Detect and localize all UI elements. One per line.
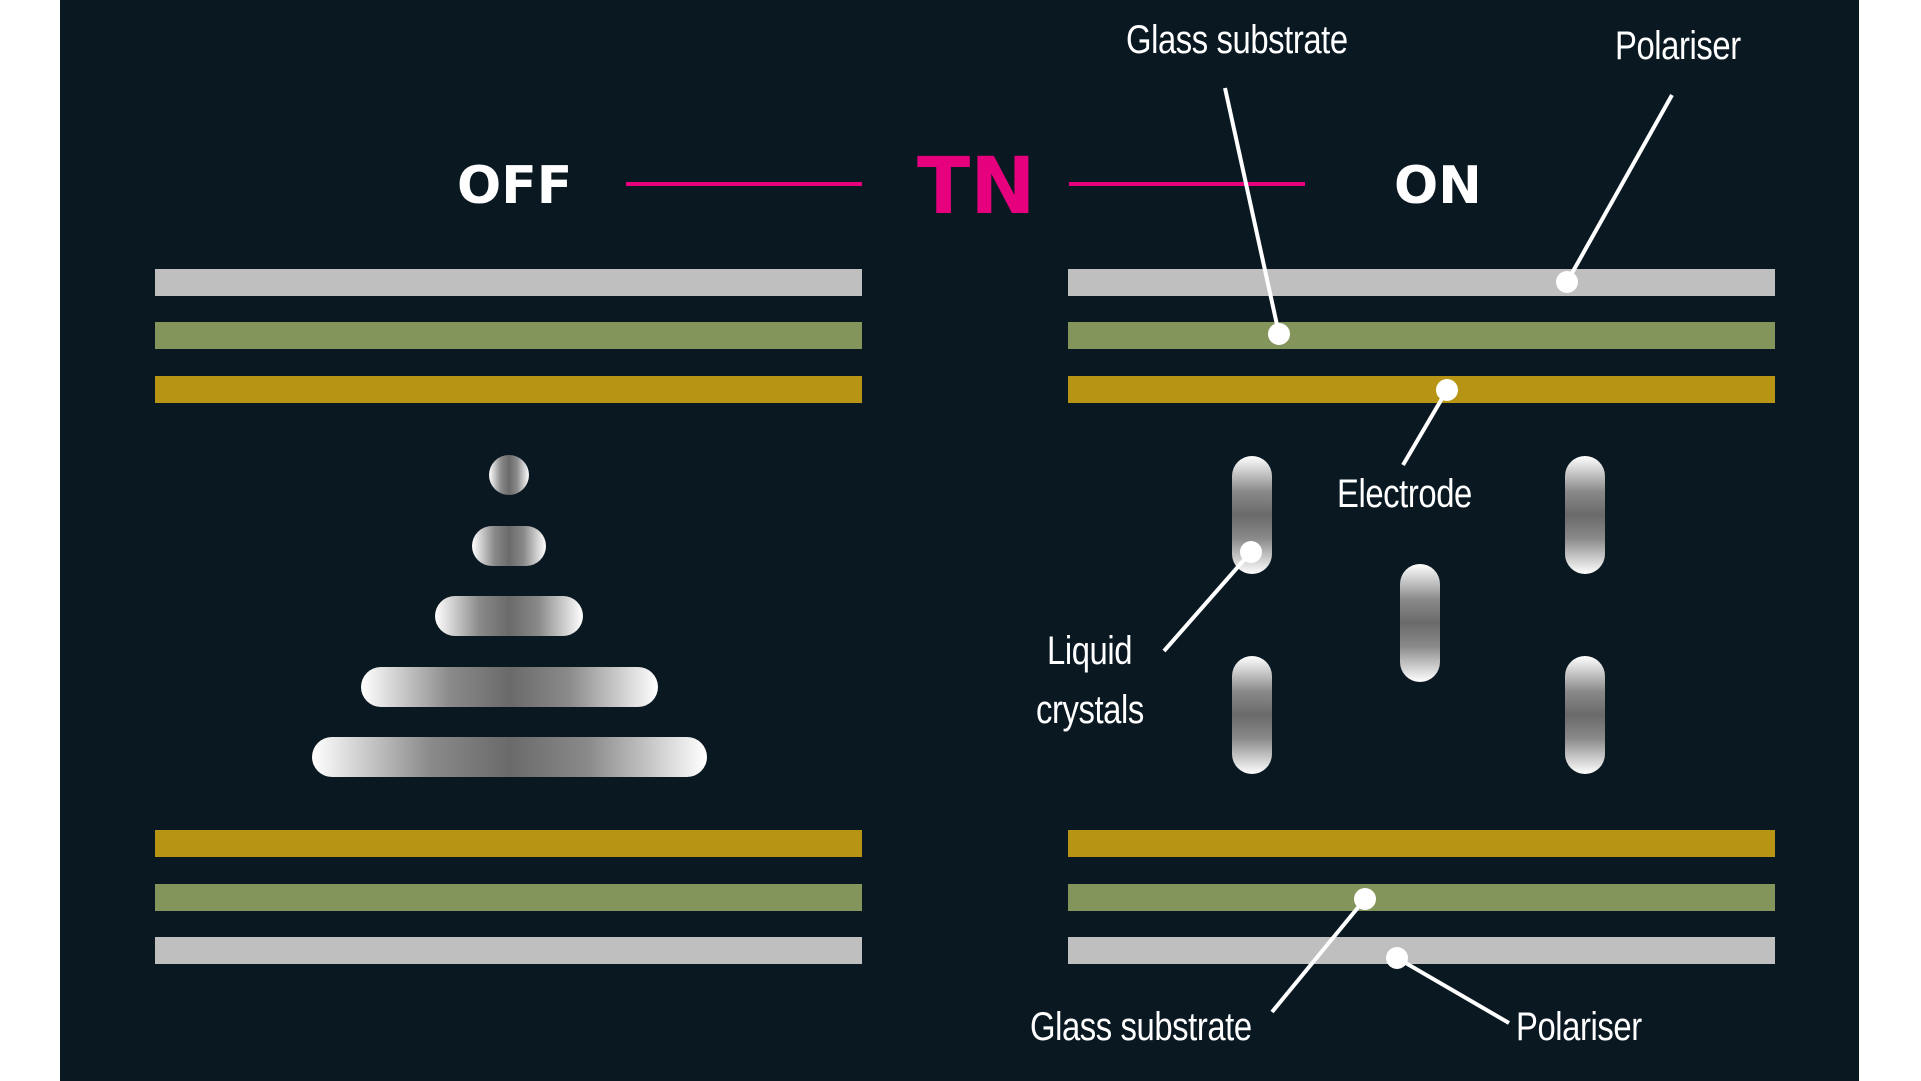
on-liquid-crystal	[1232, 656, 1272, 774]
on-glass-substrate-bottom	[1068, 884, 1775, 911]
header-divider-left	[626, 182, 862, 186]
off-electrode-bottom	[155, 830, 862, 857]
on-polariser-top	[1068, 269, 1775, 296]
pointer-dot	[1436, 379, 1458, 401]
off-polariser-bottom	[155, 937, 862, 964]
on-heading: ON	[1394, 156, 1482, 216]
off-liquid-crystal	[435, 596, 583, 636]
on-polariser-bottom	[1068, 937, 1775, 964]
on-liquid-crystal	[1565, 656, 1605, 774]
label-liquid-crystals-line1: Liquid	[1047, 629, 1133, 673]
tn-title: TN	[917, 142, 1036, 232]
label-electrode: Electrode	[1337, 472, 1472, 516]
off-liquid-crystal	[361, 667, 658, 707]
off-liquid-crystal	[472, 526, 546, 566]
pointer-dot	[1386, 947, 1408, 969]
on-liquid-crystal	[1400, 564, 1440, 682]
leader-lines	[1162, 87, 1674, 1025]
pointer-dot	[1240, 541, 1262, 563]
leader-liquid-crystals	[1162, 550, 1253, 653]
tn-lcd-diagram: OFF TN ON	[60, 0, 1859, 1081]
leader-glass-substrate-bottom	[1270, 897, 1367, 1014]
pointer-dot	[1268, 323, 1290, 345]
label-liquid-crystals-line2: crystals	[1036, 688, 1144, 732]
on-electrode-top	[1068, 376, 1775, 403]
on-electrode-bottom	[1068, 830, 1775, 857]
pointer-dot	[1556, 271, 1578, 293]
label-polariser-bottom: Polariser	[1516, 1005, 1642, 1049]
leader-glass-substrate-top	[1223, 87, 1281, 335]
off-polariser-top	[155, 269, 862, 296]
pointer-dot	[1354, 888, 1376, 910]
off-liquid-crystal	[312, 737, 707, 777]
leader-polariser-bottom	[1395, 956, 1511, 1025]
header-divider-right	[1069, 182, 1305, 186]
leader-electrode	[1401, 388, 1449, 467]
on-glass-substrate-top	[1068, 322, 1775, 349]
off-liquid-crystal	[489, 455, 529, 495]
label-polariser-top: Polariser	[1615, 24, 1741, 68]
label-glass-substrate-bottom: Glass substrate	[1030, 1005, 1252, 1049]
off-glass-substrate-top	[155, 322, 862, 349]
off-electrode-top	[155, 376, 862, 403]
on-liquid-crystal	[1565, 456, 1605, 574]
label-glass-substrate-top: Glass substrate	[1126, 18, 1348, 62]
leader-polariser-top	[1565, 94, 1674, 283]
off-heading: OFF	[457, 156, 573, 216]
off-glass-substrate-bottom	[155, 884, 862, 911]
